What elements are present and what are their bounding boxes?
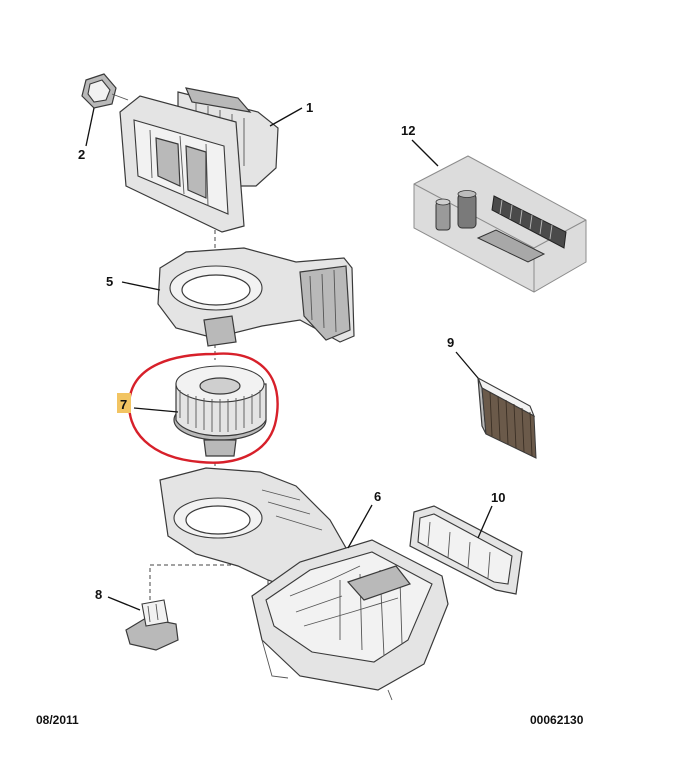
footer-date: 08/2011 (36, 713, 79, 727)
part-12-kit-box (413, 155, 587, 293)
callout-10: 10 (491, 490, 505, 505)
callout-1: 1 (306, 100, 313, 115)
callout-6: 6 (374, 489, 381, 504)
callout-9: 9 (447, 335, 454, 350)
footer-reference-number: 00062130 (530, 713, 584, 727)
part-7-blower-motor (173, 365, 267, 457)
part-10-filter-frame (409, 505, 523, 595)
callout-2: 2 (78, 147, 85, 162)
leader-lines (85, 107, 493, 611)
highlight-circle (128, 352, 279, 464)
part-5-upper-scroll-housing (157, 247, 355, 347)
highlight-tag (117, 393, 131, 413)
part-1-inlet-housing (119, 87, 279, 233)
part-9-cabin-filter (476, 376, 537, 459)
part-2-actuator (81, 73, 129, 109)
part-8-resistor (125, 599, 179, 651)
callout-5: 5 (106, 274, 113, 289)
callout-8: 8 (95, 587, 102, 602)
callout-12: 12 (401, 123, 415, 138)
part-6-lower-housing (159, 467, 449, 701)
callout-7: 7 (120, 397, 127, 412)
